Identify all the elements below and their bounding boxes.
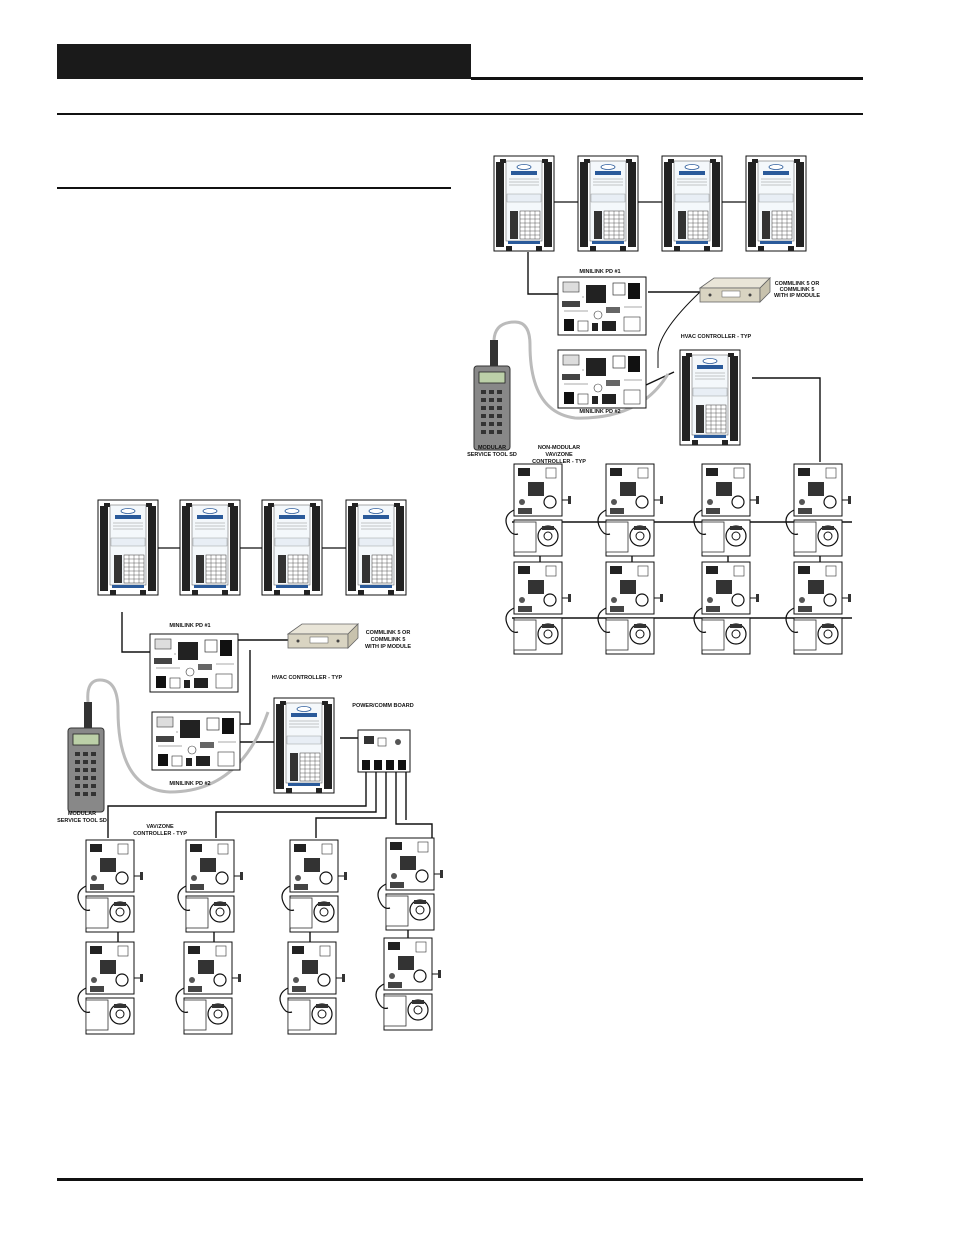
diagram-b-minilink-2-label: MINILINK PD #2 xyxy=(579,409,620,415)
footer-rule xyxy=(57,1178,863,1181)
diagram-a-commlink-label-3: WITH IP MODULE xyxy=(365,644,411,650)
diagram-a-vav-label-1: VAV/ZONE xyxy=(146,824,174,830)
diagram-a-hvac-label: HVAC CONTROLLER - TYP xyxy=(272,675,343,681)
diagram-b-commlink-label-3: WITH IP MODULE xyxy=(774,293,820,299)
diagram-a-service-tool xyxy=(67,727,105,813)
diagram-b-hvac-controller xyxy=(679,349,741,446)
diagram-b-service-tool xyxy=(473,365,511,451)
header-bar xyxy=(57,44,471,79)
subsection-rule xyxy=(57,187,451,189)
diagram-b-nonmodular-label-1: NON-MODULAR xyxy=(538,445,580,451)
diagram-b-commlink-label-2: COMMLINK 5 xyxy=(780,287,815,293)
diagram-b-controllers xyxy=(493,155,807,252)
diagram-b-tool-label-2: SERVICE TOOL SD xyxy=(467,452,517,458)
diagram-b-tool-label-1: MODULAR xyxy=(478,445,506,451)
diagram-b-nonmodular-label-2: VAV/ZONE xyxy=(545,452,573,458)
diagram-a-controllers xyxy=(97,499,407,596)
diagram-a-power-comm-label: POWER/COMM BOARD xyxy=(352,703,413,709)
diagram-a-minilink-1-label: MINILINK PD #1 xyxy=(169,623,210,629)
diagram-a-cables xyxy=(107,612,433,944)
diagram-a-hvac-controller xyxy=(273,697,335,794)
diagram-b-nonmodular-label-3: CONTROLLER - TYP xyxy=(532,459,586,465)
diagram-a-tool-label-2: SERVICE TOOL SD xyxy=(57,818,107,824)
diagram-b-minilink-2 xyxy=(557,349,647,409)
diagram-a-minilink-2 xyxy=(151,711,241,771)
diagram-a-tool-cable xyxy=(86,678,270,794)
diagram-b-minilink-1-label: MINILINK PD #1 xyxy=(579,269,620,275)
diagram-a-commlink-label-2: COMMLINK 5 xyxy=(371,637,406,643)
diagram-b-hvac-label: HVAC CONTROLLER - TYP xyxy=(681,334,752,340)
diagram-a-power-comm-board xyxy=(357,729,411,773)
diagram-b-commlink-label-1: COMMLINK 5 OR xyxy=(775,281,820,287)
diagram-a-tool-label-1: MODULAR xyxy=(68,811,96,817)
diagram-a-vav-label-2: CONTROLLER - TYP xyxy=(133,831,187,837)
diagram-a-vav-controllers xyxy=(77,837,444,1035)
section-rule xyxy=(57,113,863,115)
header-rule xyxy=(471,77,863,80)
diagram-b-commlink xyxy=(699,277,771,303)
diagram-a-minilink-1 xyxy=(149,633,239,693)
diagram-a-commlink xyxy=(287,623,359,649)
diagram-b-vav-controllers xyxy=(505,463,852,655)
diagram-a-minilink-2-label: MINILINK PD #2 xyxy=(169,781,210,787)
diagram-b-tool-cable xyxy=(492,320,670,420)
diagram-b-minilink-1 xyxy=(557,276,647,336)
diagram-a-commlink-label-1: COMMLINK 5 OR xyxy=(366,630,411,636)
